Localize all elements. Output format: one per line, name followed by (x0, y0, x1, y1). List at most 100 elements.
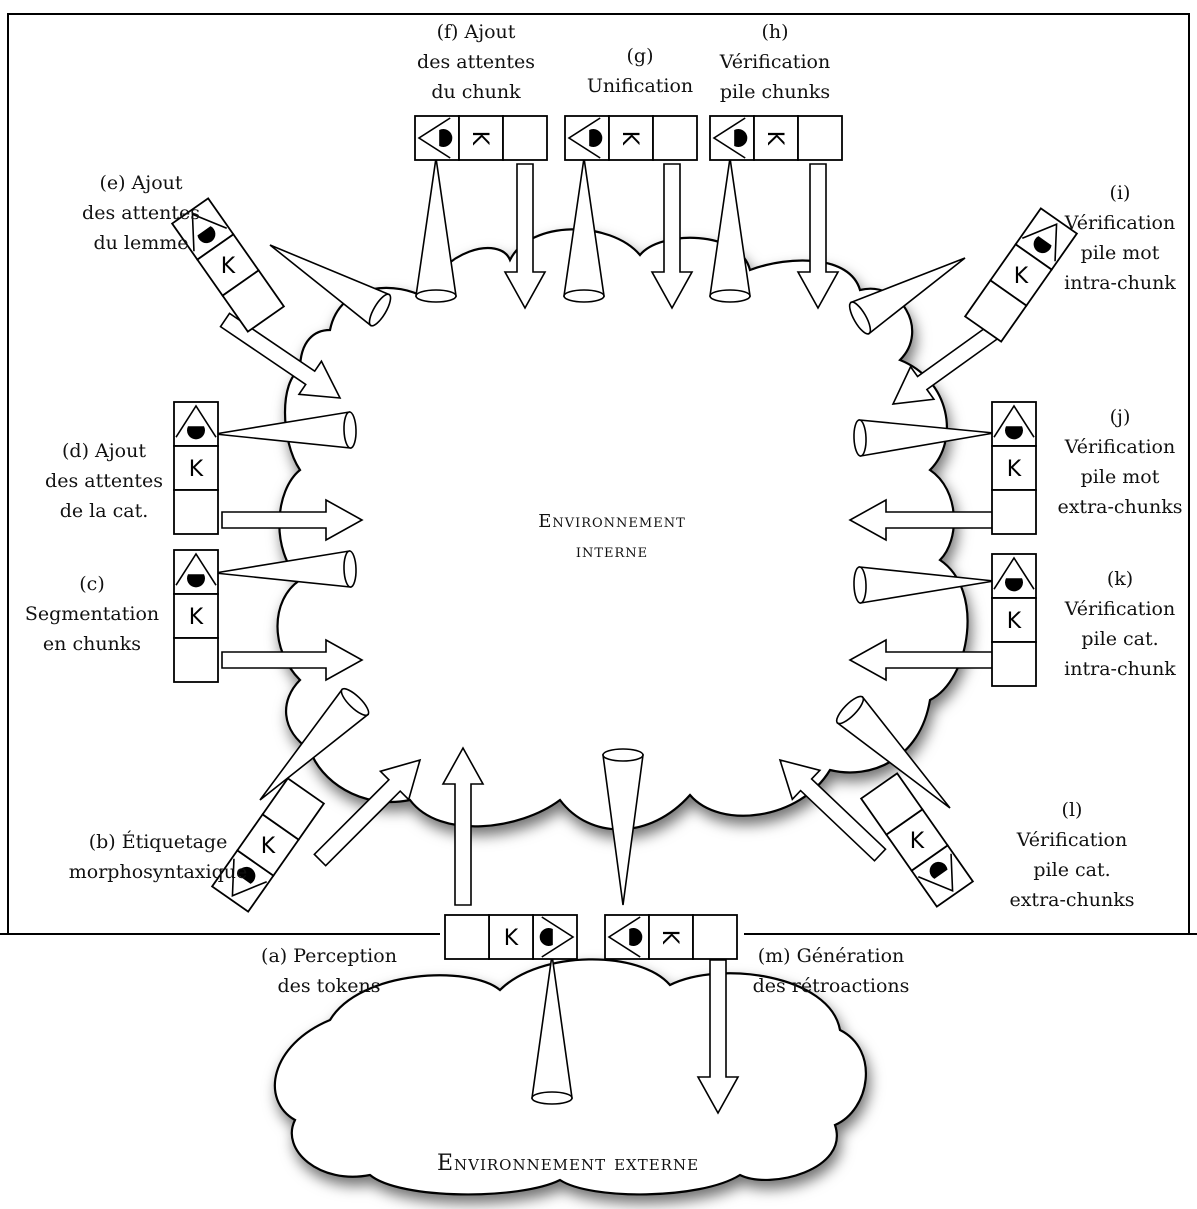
svg-text:K: K (1007, 609, 1022, 634)
agent-m: K (604, 914, 738, 960)
agent-label-line: (d) Ajout (62, 440, 146, 462)
perception-cone-g (563, 157, 605, 303)
effector-cell (797, 115, 843, 161)
agent-label-f: (f) Ajout des attentes du chunk (417, 21, 535, 103)
agent-label-line: (g) (627, 45, 654, 67)
agent-g: K (564, 115, 698, 161)
external-environment-label: Environnement externe (437, 1151, 699, 1176)
action-arrow-m (696, 959, 740, 1115)
knowledge-key-icon: K (173, 593, 219, 639)
svg-text:K: K (910, 829, 925, 854)
perception-cone-i (848, 257, 966, 335)
agent-label-line: (f) Ajout (437, 21, 516, 43)
knowledge-key-icon: K (458, 115, 504, 161)
perception-eye-icon (414, 115, 460, 161)
action-arrow-b (313, 758, 422, 867)
agent-label-line: Vérification (1064, 598, 1175, 620)
action-arrow-k (848, 638, 994, 682)
perception-cone-c (214, 550, 357, 588)
agent-label-d: (d) Ajout des attentes de la cat. (45, 440, 163, 522)
agent-label-line: (i) (1110, 182, 1131, 204)
effector-cell (963, 279, 1028, 343)
svg-text:K: K (504, 926, 519, 951)
agent-h: K (709, 115, 843, 161)
agent-label-line: pile mot (1081, 466, 1160, 488)
action-arrow-f (503, 163, 547, 310)
internal-environment-frame (7, 13, 1190, 934)
agent-label-line: (h) (761, 21, 788, 43)
agent-label-line: Unification (587, 75, 693, 97)
knowledge-key-icon: K (991, 445, 1037, 491)
perception-eye-icon (709, 115, 755, 161)
perception-cone-b (259, 687, 370, 801)
svg-text:K: K (617, 131, 642, 146)
agent-label-line: (j) (1110, 406, 1131, 428)
agent-label-line: (l) (1062, 799, 1083, 821)
agent-l: K (859, 772, 975, 908)
agent-label-line: en chunks (43, 633, 141, 655)
agent-label-j: (j) Vérification pile mot extra-chunks (1057, 406, 1182, 518)
agent-label-line: des attentes (82, 202, 200, 224)
agent-k: K (991, 553, 1037, 687)
svg-text:K: K (189, 457, 204, 482)
agent-label-line: Vérification (1064, 436, 1175, 458)
svg-text:K: K (221, 254, 236, 279)
agent-label-line: Vérification (719, 51, 830, 73)
agent-c: K (173, 549, 219, 683)
perception-cone-m (602, 748, 644, 906)
effector-cell (173, 637, 219, 683)
effector-cell (444, 914, 490, 960)
internal-environment-label: Environnement interne (538, 511, 685, 562)
perception-eye-icon (991, 553, 1037, 599)
action-arrow-c (221, 638, 364, 682)
perception-cone-k (853, 566, 995, 604)
svg-text:K: K (1014, 264, 1029, 289)
perception-cone-e (269, 244, 392, 327)
knowledge-key-icon: K (173, 445, 219, 491)
action-arrow-j (848, 498, 994, 542)
perception-cone-l (835, 695, 951, 809)
agent-label-line: des attentes (417, 51, 535, 73)
action-arrow-d (221, 498, 364, 542)
agent-label-line: (c) (79, 573, 104, 595)
agent-label-g: (g) Unification (587, 45, 693, 97)
agent-label-line: du chunk (431, 81, 521, 103)
agent-j: K (991, 401, 1037, 535)
internal-env-line2: interne (576, 541, 648, 562)
agent-label-line: Segmentation (25, 603, 159, 625)
agent-a: K (444, 914, 578, 960)
agent-label-line: des attentes (45, 470, 163, 492)
perception-eye-icon (173, 549, 219, 595)
agent-label-line: pile cat. (1081, 628, 1158, 650)
effector-cell (502, 115, 548, 161)
agent-i: K (963, 207, 1079, 343)
internal-environment-cloud (276, 228, 969, 831)
knowledge-key-icon: K (753, 115, 799, 161)
agent-d: K (173, 401, 219, 535)
agent-label-line: (k) (1107, 568, 1133, 590)
agent-label-line: de la cat. (60, 500, 149, 522)
effector-cell (692, 914, 738, 960)
perception-cone-j (853, 419, 995, 457)
agent-label-line: Vérification (1016, 829, 1127, 851)
agent-label-c: (c) Segmentation en chunks (25, 573, 159, 655)
agent-label-line: (a) Perception (261, 945, 397, 967)
perception-cone-a (531, 954, 573, 1105)
effector-cell (991, 641, 1037, 687)
agent-f: K (414, 115, 548, 161)
svg-text:K: K (1007, 457, 1022, 482)
agent-label-line: (b) Étiquetage (89, 830, 228, 853)
perception-cone-f (415, 157, 457, 303)
agent-label-line: extra-chunks (1057, 496, 1182, 518)
svg-text:K: K (467, 131, 492, 146)
perception-eye-icon (532, 914, 578, 960)
knowledge-key-icon: K (991, 597, 1037, 643)
